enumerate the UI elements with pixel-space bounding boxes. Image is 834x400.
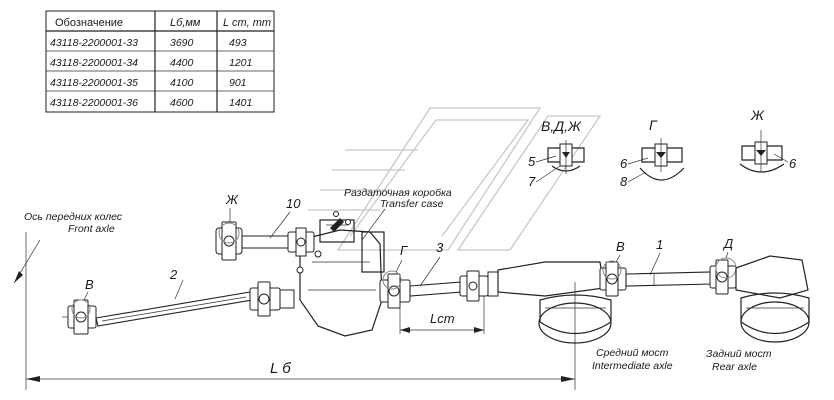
table-cell: 43118-2200001-35 (50, 77, 138, 89)
table-cell: 3690 (170, 37, 194, 49)
transfer-case: Раздаточная коробка Transfer case (296, 187, 452, 337)
detail-vdzh-title: В,Д,Ж (541, 118, 582, 134)
u-joint-v-left: В (62, 277, 97, 335)
table-cell: 43118-2200001-34 (50, 57, 138, 69)
dimension-lcm: Lcm (399, 296, 485, 334)
detail-callout-8: 8 (620, 174, 628, 189)
table-cell: 43118-2200001-36 (50, 97, 138, 109)
callout-zh-top: Ж (225, 192, 239, 207)
callout-v-right: В (616, 239, 625, 254)
front-axle-label-ru: Ось передних колес (24, 211, 123, 223)
transfer-case-label-en: Transfer case (380, 198, 444, 210)
callout-2: 2 (169, 267, 178, 282)
detail-vdzh: В,Д,Ж 5 7 (528, 118, 585, 189)
propeller-shaft-10: Ж 10 (215, 192, 315, 261)
detail-zh-title: Ж (750, 107, 765, 123)
rear-axle-label-ru: Задний мост (706, 348, 772, 360)
callout-10: 10 (286, 196, 301, 211)
detail-callout-6a: 6 (620, 156, 628, 171)
propeller-shaft-2: 2 (95, 267, 253, 327)
table-cell: 4600 (170, 97, 194, 109)
callout-1: 1 (656, 237, 663, 252)
callout-d-right: Д (722, 236, 733, 251)
spec-table: Обозначение Lб,мм L cm, mm 43118-2200001… (45, 10, 275, 113)
table-cell: 4100 (170, 77, 194, 89)
table-header-lb: Lб,мм (170, 17, 201, 29)
table-cell: 43118-2200001-33 (50, 37, 138, 49)
propeller-shaft-1: В 1 Д (599, 236, 737, 297)
propeller-shaft-3: Г 3 (379, 240, 499, 309)
table-cell: 493 (229, 37, 247, 49)
detail-g-title: Г (649, 117, 658, 133)
intermediate-axle-label-en: Intermediate axle (592, 360, 673, 372)
table-cell: 901 (229, 77, 247, 89)
callout-g-mid: Г (400, 243, 408, 258)
table-cell: 4400 (170, 57, 194, 69)
detail-g: Г 6 8 (620, 117, 685, 189)
table-header-designation: Обозначение (55, 17, 123, 29)
table-cell: 1201 (229, 57, 252, 69)
intermediate-axle: Средний мост Intermediate axle (497, 261, 673, 372)
detail-callout-7: 7 (528, 174, 536, 189)
rear-axle: Задний мост Rear axle (706, 255, 810, 373)
watermark (308, 107, 602, 251)
table-header-lcm: L cm, mm (223, 17, 271, 29)
front-axle-label-en: Front axle (68, 223, 115, 235)
detail-zh: Ж 6 (739, 107, 797, 173)
dimension-lcm-label: Lcm (430, 311, 455, 326)
detail-callout-5: 5 (528, 154, 536, 169)
transfer-case-label-ru: Раздаточная коробка (344, 187, 452, 199)
intermediate-axle-label-ru: Средний мост (596, 347, 669, 359)
rear-axle-label-en: Rear axle (712, 361, 757, 373)
dimension-lb: L б (26, 282, 576, 390)
callout-v-left: В (85, 277, 94, 292)
u-joint-shaft2-end (249, 281, 295, 317)
front-axle-marker: Ось передних колес Front axle (13, 211, 123, 390)
detail-callout-6b: 6 (789, 156, 797, 171)
dimension-lb-label: L б (270, 360, 291, 377)
callout-3: 3 (436, 240, 444, 255)
table-cell: 1401 (229, 97, 252, 109)
